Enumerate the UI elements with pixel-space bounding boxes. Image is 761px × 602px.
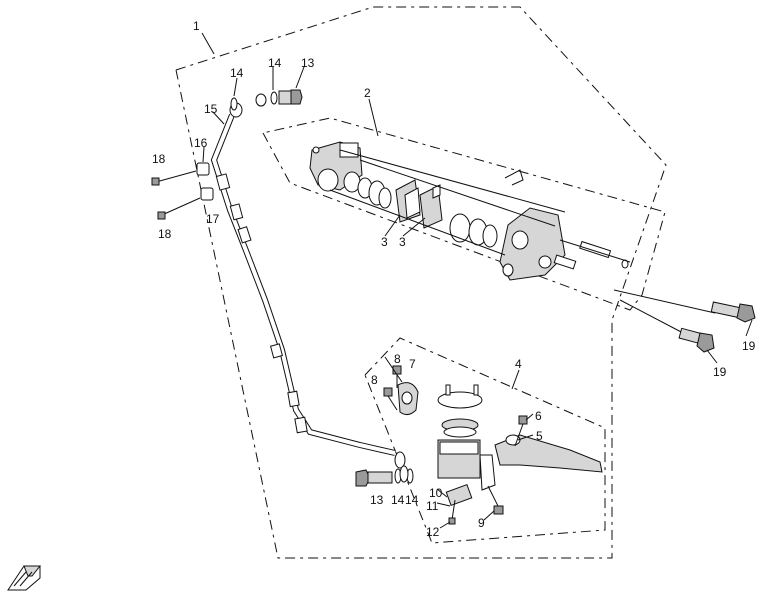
callout-9: 9 xyxy=(478,516,485,530)
bolt-18-upper xyxy=(151,170,197,186)
assembly-4-outline xyxy=(364,337,606,544)
lever-pivot-bolt-6 xyxy=(514,415,528,447)
assembly-1-outline xyxy=(175,6,667,559)
callout-13-lower: 13 xyxy=(370,493,384,507)
callout-4: 4 xyxy=(515,357,522,371)
callout-15: 15 xyxy=(204,102,218,116)
front-direction-arrow-icon xyxy=(7,565,42,591)
brake-hose xyxy=(210,113,406,469)
callout-10: 10 xyxy=(429,486,443,500)
callout-7: 7 xyxy=(409,357,416,371)
callout-5: 5 xyxy=(536,429,543,443)
callout-6: 6 xyxy=(535,409,542,423)
callout-11: 11 xyxy=(426,499,439,513)
callout-12: 12 xyxy=(426,525,440,539)
caliper-bolt-19-upper xyxy=(613,289,756,323)
callout-16: 16 xyxy=(194,136,208,150)
callout-17: 17 xyxy=(206,212,220,226)
pivot-nut-9 xyxy=(487,485,504,515)
callout-3-left: 3 xyxy=(381,235,388,249)
callout-8-lower: 8 xyxy=(371,373,378,387)
banjo-bolt-13-upper xyxy=(270,89,303,105)
master-cylinder-assembly xyxy=(397,382,603,525)
assembly-2-outline xyxy=(262,117,666,311)
callout-14-lower-left: 14 xyxy=(391,493,405,507)
callout-3-right: 3 xyxy=(399,235,406,249)
callout-13-upper: 13 xyxy=(301,56,315,70)
hose-clip-17 xyxy=(200,187,214,201)
washer-14-upper-left xyxy=(230,97,238,111)
callout-14-lower-right: 14 xyxy=(405,493,419,507)
callout-18-upper: 18 xyxy=(152,152,166,166)
hose-clip-16 xyxy=(196,162,210,176)
clamp-bolt-8-lower xyxy=(383,387,398,411)
callout-14-upper-left: 14 xyxy=(230,66,244,80)
bolt-18-lower xyxy=(157,197,201,220)
callout-19-left: 19 xyxy=(713,365,727,379)
caliper-assembly xyxy=(309,141,631,281)
callout-8-upper: 8 xyxy=(394,352,401,366)
banjo-bolt-13-lower xyxy=(355,465,414,487)
callout-1: 1 xyxy=(193,19,200,33)
callout-leaders xyxy=(201,32,753,529)
callout-19-right: 19 xyxy=(742,339,756,353)
callout-18-lower: 18 xyxy=(158,227,172,241)
callout-14-upper-right: 14 xyxy=(268,56,282,70)
caliper-bolt-19-lower xyxy=(619,299,715,353)
callout-2: 2 xyxy=(364,86,371,100)
